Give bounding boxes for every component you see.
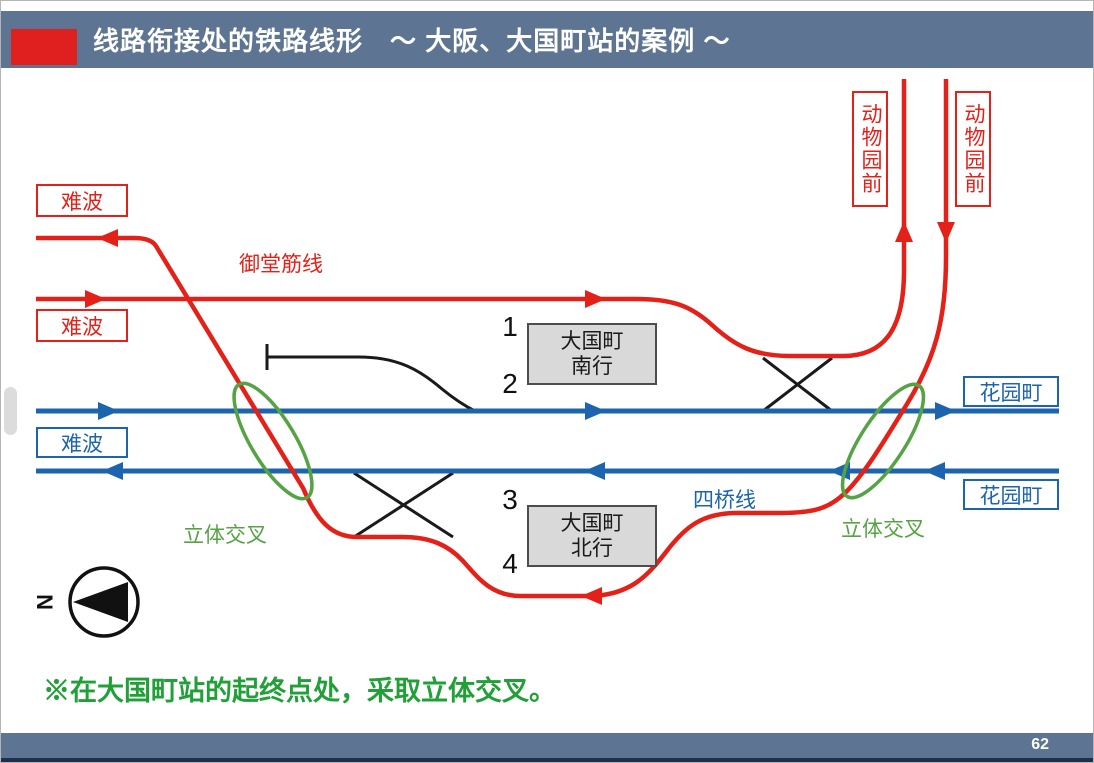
- arrow-right-icon: [98, 402, 119, 420]
- left-edge-artifact: [4, 387, 17, 435]
- station-label-dobutsuenmae-left: 动物园前: [852, 91, 888, 207]
- yotsubashi-tracks: [36, 408, 1059, 474]
- arrow-right-icon: [85, 290, 106, 308]
- station-name: 大国町: [560, 511, 624, 535]
- midosuji-tracks: [36, 79, 949, 599]
- station-label-namba-upper: 难波: [36, 184, 128, 217]
- station-label-namba-blue: 难波: [36, 427, 128, 458]
- arrow-left-icon: [102, 462, 123, 480]
- grade-separation-label-right: 立体交叉: [841, 518, 925, 541]
- compass-icon: N: [33, 566, 140, 638]
- station-direction: 南行: [571, 355, 613, 378]
- arrow-right-icon: [935, 402, 956, 420]
- platform-number-3: 3: [502, 484, 518, 515]
- platform-number-4: 4: [502, 548, 518, 579]
- right-crossover-track-b: [762, 356, 833, 413]
- arrow-left-icon: [924, 462, 945, 480]
- midosuji-northbound-track: [36, 79, 949, 599]
- station-direction: 北行: [571, 537, 613, 560]
- arrow-left-icon: [581, 587, 602, 605]
- slide-title: 线路衔接处的铁路线形 ～ 大阪、大国町站的案例 ～: [93, 26, 731, 56]
- midosuji-direction-arrows: [85, 221, 955, 605]
- platform-number-2: 2: [502, 368, 518, 399]
- arrow-left-icon: [584, 462, 605, 480]
- arrow-up-icon: [895, 221, 913, 242]
- station-box-daikokucho-northbound: 大国町 北行: [527, 505, 657, 567]
- line-label-yotsubashi: 四桥线: [693, 489, 756, 512]
- line-label-midosuji: 御堂筋线: [239, 253, 323, 276]
- yotsubashi-direction-arrows: [98, 402, 956, 480]
- station-label-dobutsuenmae-right: 动物园前: [955, 91, 991, 207]
- grade-separation-ellipse-right: [840, 382, 926, 500]
- grade-separation-markers: [232, 381, 926, 501]
- station-box-daikokucho-southbound: 大国町 南行: [527, 323, 657, 385]
- arrow-right-icon: [585, 290, 606, 308]
- header-bar: 线路衔接处的铁路线形 ～ 大阪、大国町站的案例 ～: [1, 11, 1093, 68]
- page-number: 62: [1031, 736, 1049, 753]
- footer-strip: [1, 758, 1093, 762]
- station-label-namba-lower: 难波: [36, 309, 128, 342]
- compass-north-label: N: [33, 594, 58, 610]
- compass-needle: [73, 582, 128, 622]
- grade-separation-ellipse-left: [232, 381, 314, 501]
- arrow-left-icon: [97, 229, 118, 247]
- grade-separation-label-left: 立体交叉: [183, 524, 267, 547]
- connection-tracks: [265, 344, 833, 539]
- footer-bar: 62: [1, 733, 1093, 758]
- arrow-right-icon: [585, 402, 606, 420]
- arrow-down-icon: [937, 222, 955, 243]
- note-text: ※在大国町站的起终点处，采取立体交叉。: [43, 676, 556, 706]
- station-label-hanazonocho-lower: 花园町: [963, 479, 1059, 510]
- station-name: 大国町: [560, 329, 624, 353]
- midosuji-southbound-track: [36, 79, 907, 359]
- station-label-hanazonocho-upper: 花园町: [963, 376, 1059, 407]
- siding-track: [267, 355, 476, 413]
- platform-number-1: 1: [502, 311, 518, 342]
- title-accent-block: [11, 29, 77, 65]
- left-crossover-track-b: [353, 471, 454, 539]
